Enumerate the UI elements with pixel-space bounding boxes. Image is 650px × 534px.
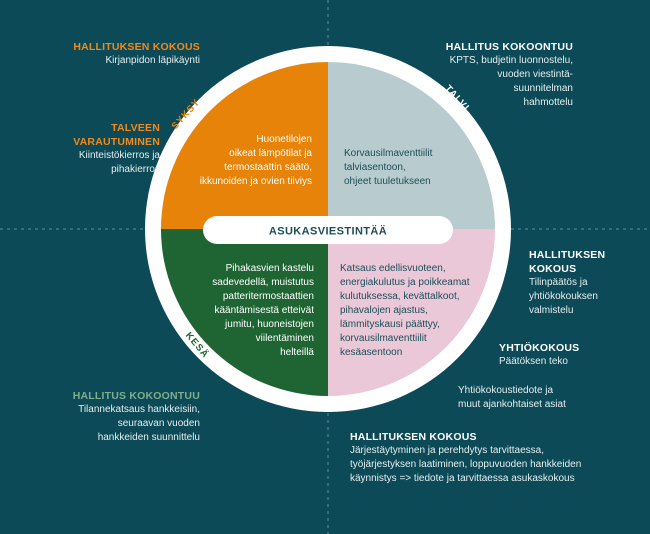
note-heading: HALLITUKSEN KOKOUS [73,41,200,53]
note-body: KPTS, budjetin luonnostelu, vuoden viest… [449,55,573,108]
summer-quadrant-text: Pihakasvien kastelu sadevedellä, muistut… [212,263,314,358]
spring-quadrant-text: Katsaus edellisvuoteen, energiakulutus j… [340,263,470,358]
note-body: Tilinpäätös ja yhtiökokouksen valmistelu [529,277,598,316]
note-body: Päätöksen teko [499,356,568,367]
note-summer-meeting: HALLITUS KOKOONTUU Tilannekatsaus hankke… [40,389,200,445]
note-spring-meeting: HALLITUKSEN KOKOUS Tilinpäätös ja yhtiök… [529,248,639,318]
note-heading: YHTIÖKOKOUS [499,342,580,354]
note-heading: HALLITUKSEN KOKOUS [350,431,477,443]
note-autumn-meeting: HALLITUKSEN KOKOUS Kirjanpidon läpikäynt… [40,40,200,68]
note-body: Tilannekatsaus hankkeisiin, seuraavan vu… [78,404,200,443]
note-agm: YHTIÖKOKOUS Päätöksen teko [499,341,629,369]
note-winter-meeting: HALLITUS KOKOONTUU KPTS, budjetin luonno… [430,40,573,110]
note-winter-prep: TALVEEN VARAUTUMINEN Kiinteistökierros j… [20,121,160,177]
center-pill [203,216,453,244]
note-body: Järjestäytyminen ja perehdytys tarvittae… [350,445,582,484]
note-agm-notice: Yhtiökokoustiedote ja muut ajankohtaiset… [458,384,618,412]
note-heading: HALLITUKSEN KOKOUS [529,249,606,275]
note-heading: HALLITUS KOKOONTUU [72,390,200,402]
summer-quadrant [161,229,328,396]
note-heading: TALVEEN VARAUTUMINEN [73,122,160,148]
spring-quadrant [328,229,495,396]
note-heading: HALLITUS KOKOONTUU [445,41,573,53]
note-body: Yhtiökokoustiedote ja muut ajankohtaiset… [458,385,566,410]
winter-quadrant [328,62,495,229]
winter-quadrant-text: Korvausilmaventtiilit talviasentoon, ohj… [344,148,433,187]
center-label: ASUKASVIESTINTÄÄ [269,225,387,238]
autumn-quadrant [161,62,328,229]
autumn-quadrant-text: Huonetilojen oikeat lämpötilat ja termos… [199,134,312,187]
note-body: Kiinteistökierros ja pihakierros [78,150,160,175]
note-late-summer-meeting: HALLITUKSEN KOKOUS Järjestäytyminen ja p… [350,430,610,486]
note-body: Kirjanpidon läpikäynti [105,55,200,66]
